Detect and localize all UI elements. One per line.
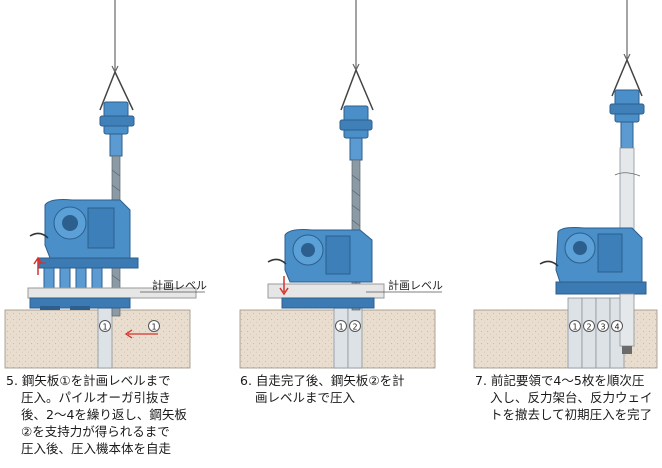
insert-arrow xyxy=(124,329,158,339)
pile-marker-label: 2 xyxy=(586,323,591,332)
sheet-pile xyxy=(581,297,597,369)
step-number: 5. xyxy=(6,373,18,388)
sheet-pile xyxy=(595,297,611,369)
step-number: 6. xyxy=(240,373,252,388)
pile-marker xyxy=(349,320,361,332)
pile-marker xyxy=(611,320,623,332)
caption-line: 圧入後、圧入機本体を自走 xyxy=(21,441,172,456)
caption-line: 6. 自走完了後、鋼矢板②を計 xyxy=(240,372,405,389)
pile-marker xyxy=(99,320,111,332)
plan-level-label: 計画レベル xyxy=(152,278,207,292)
next-pile-marker-label: 1 xyxy=(151,323,156,332)
panel-step-7: 1 2 3 4 xyxy=(473,0,658,369)
caption-text: 前記要領で4～5枚を順次圧 xyxy=(490,373,645,388)
ground xyxy=(4,309,191,369)
pile-marker xyxy=(597,320,609,332)
pile-marker-label: 1 xyxy=(572,323,577,332)
pile-marker xyxy=(335,320,347,332)
plan-level-label: 計画レベル xyxy=(388,278,443,292)
caption-step-6: 6. 自走完了後、鋼矢板②を計 画レベルまで圧入 xyxy=(240,372,405,406)
caption-text: 鋼矢板①を計画レベルまで xyxy=(21,373,171,388)
pile-marker xyxy=(569,320,581,332)
sheet-pile xyxy=(97,301,113,369)
pile-marker-label: 1 xyxy=(338,323,343,332)
caption-line: ②を支持力が得られるまで xyxy=(21,424,170,439)
caption-step-5: 5. 鋼矢板①を計画レベルまで 圧入。パイルオーガ引抜き 後、2～4を繰り返し、… xyxy=(6,372,187,457)
sheet-pile xyxy=(567,297,583,369)
sheet-pile xyxy=(333,301,349,369)
caption-line: 圧入。パイルオーガ引抜き xyxy=(21,390,172,405)
caption-line: 7. 前記要領で4～5枚を順次圧 xyxy=(475,372,653,389)
caption-line: トを撤去して初期圧入を完了 xyxy=(490,407,653,422)
caption-step-7: 7. 前記要領で4～5枚を順次圧 入し、反力架台、反力ウェイ トを撤去して初期圧… xyxy=(475,372,653,423)
down-arrow xyxy=(279,276,289,296)
sling xyxy=(99,71,134,111)
pile-marker-label: 4 xyxy=(614,323,619,332)
pile-marker-label: 3 xyxy=(600,323,605,332)
panel-step-6: 計画レベル 1 2 xyxy=(239,0,443,369)
sheet-pile xyxy=(347,301,363,369)
pile-marker xyxy=(583,320,595,332)
caption-text: 自走完了後、鋼矢板②を計 xyxy=(255,373,405,388)
pile-marker-label: 1 xyxy=(102,323,107,332)
next-pile-marker xyxy=(148,320,160,332)
caption-line: 5. 鋼矢板①を計画レベルまで xyxy=(6,372,187,389)
step-number: 7. xyxy=(475,373,487,388)
pile-marker-label: 2 xyxy=(352,323,357,332)
caption-line: 後、2～4を繰り返し、鋼矢板 xyxy=(21,407,187,422)
panel-step-5: 計画レベル 1 1 xyxy=(4,0,207,369)
caption-line: 入し、反力架台、反力ウェイ xyxy=(490,390,653,405)
caption-line: 画レベルまで圧入 xyxy=(255,390,356,405)
